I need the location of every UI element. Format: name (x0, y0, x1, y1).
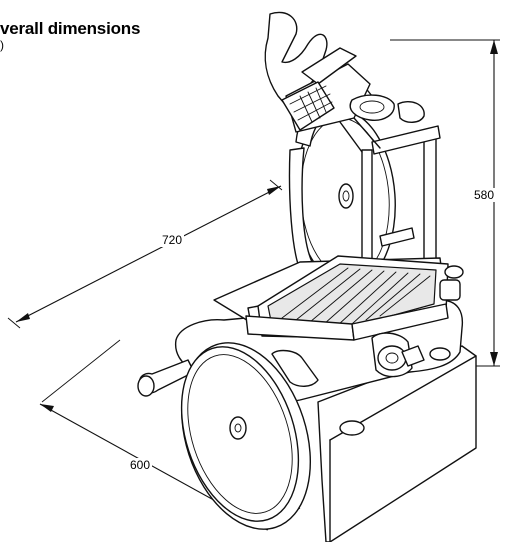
dimension-label-height: 580 (472, 188, 497, 202)
dimension-label-width: 600 (128, 458, 153, 472)
diagram-subtitle: ) (0, 38, 4, 52)
dimension-label-depth: 720 (160, 233, 185, 247)
sharpener-assembly (264, 11, 425, 153)
support-posts (361, 125, 441, 263)
carriage (245, 227, 449, 341)
flywheel (180, 342, 312, 530)
side-knob (439, 265, 464, 301)
clamp-knob (371, 332, 425, 378)
diagram-title: verall dimensions (0, 19, 141, 38)
carriage-handle (271, 349, 319, 387)
